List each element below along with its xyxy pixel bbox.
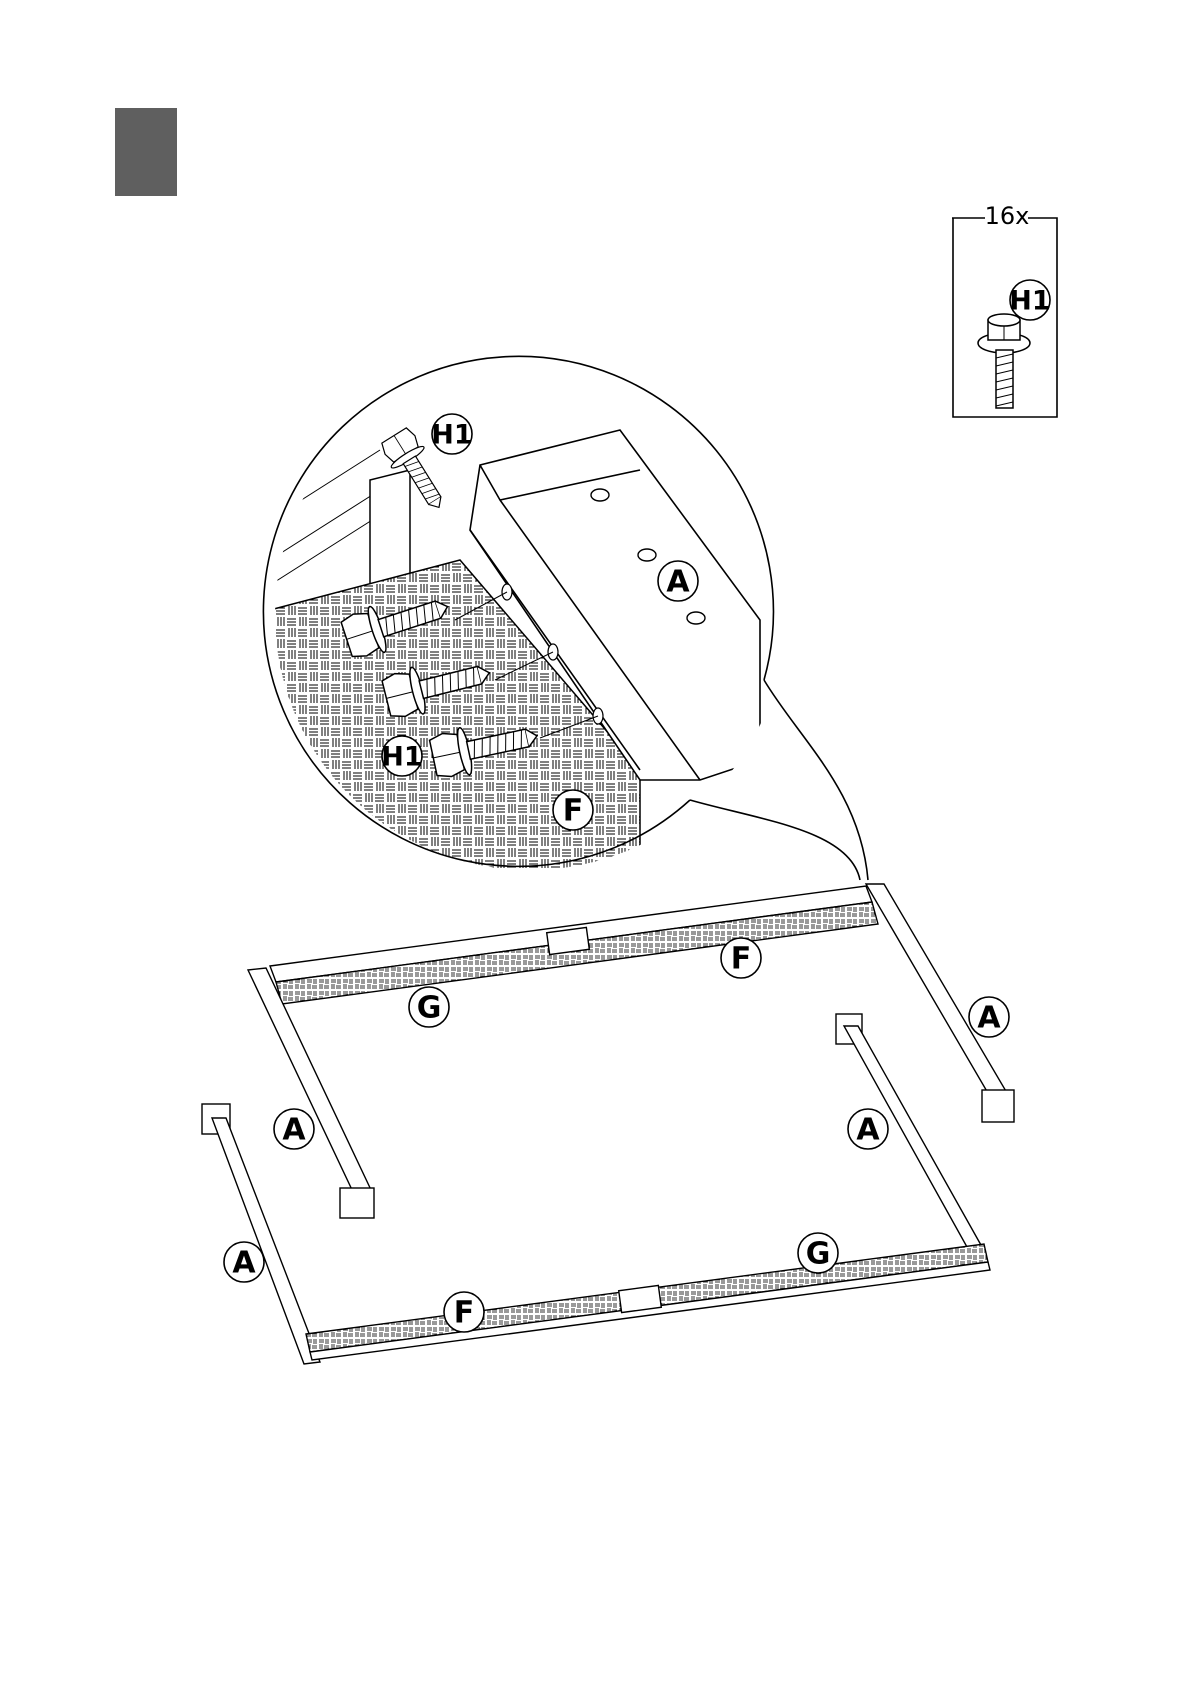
label-leg-front-left: A — [232, 1246, 256, 1281]
hardware-quantity: 16x — [985, 202, 1030, 230]
label-leg-front-right: A — [856, 1113, 880, 1148]
label-rail-front-left: F — [454, 1296, 475, 1331]
label-rail-back-front: G — [417, 991, 442, 1026]
frame-assembly: F G A A A A G F — [202, 884, 1014, 1364]
label-leg-back-right: A — [977, 1001, 1001, 1036]
detail-callout: H1 A H1 F — [263, 356, 868, 900]
label-rail-front-right: G — [806, 1237, 831, 1272]
hardware-part-label: H1 — [1009, 286, 1050, 317]
detail-label-leg: A — [666, 565, 690, 600]
detail-label-rail: F — [563, 794, 584, 829]
detail-label-bolt-top: H1 — [431, 420, 472, 451]
hardware-box: 16x H1 — [952, 202, 1057, 417]
front-rail — [306, 1244, 990, 1360]
label-leg-back-left: A — [282, 1113, 306, 1148]
hex-bolt-icon — [978, 314, 1030, 408]
label-rail-back: F — [731, 942, 752, 977]
leg-back-left — [248, 968, 374, 1218]
step-marker — [115, 108, 177, 196]
back-rail — [270, 886, 878, 1004]
detail-label-bolts-side: H1 — [381, 742, 422, 773]
